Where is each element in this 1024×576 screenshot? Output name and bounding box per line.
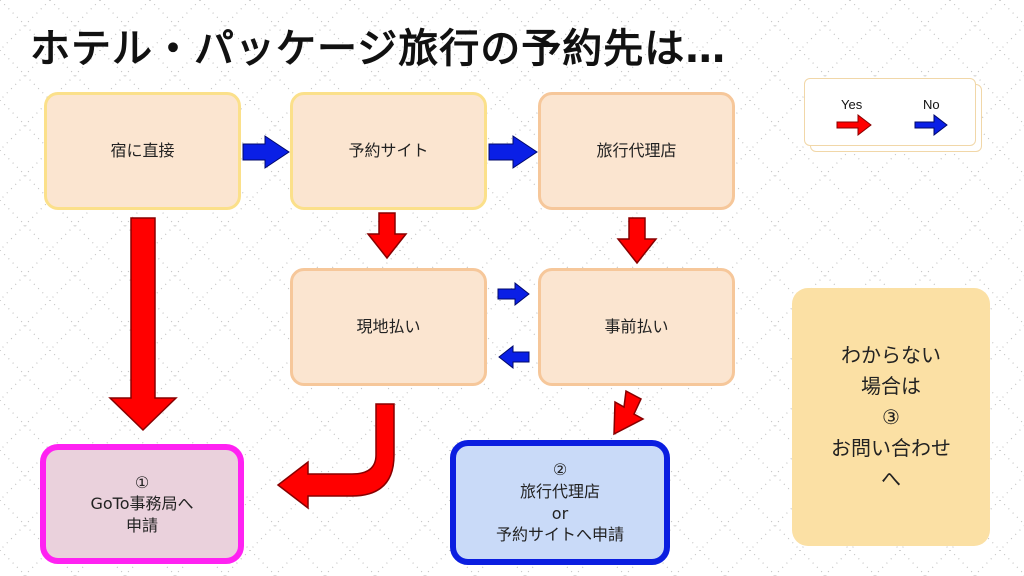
legend-yes-arrow xyxy=(836,113,872,137)
node-booking-site: 予約サイト xyxy=(290,92,487,210)
arrow-no-direct-to-site xyxy=(242,135,290,169)
node-prepay-label: 事前払い xyxy=(604,317,669,337)
node-direct: 宿に直接 xyxy=(44,92,241,210)
outcome-1-number: ① xyxy=(134,472,150,492)
node-booking-site-label: 予約サイト xyxy=(348,141,429,161)
legend: Yes No xyxy=(804,78,976,146)
node-travel-agency-label: 旅行代理店 xyxy=(596,141,677,161)
page-title: ホテル・パッケージ旅行の予約先は… xyxy=(30,26,727,72)
legend-arrows xyxy=(836,113,948,137)
unsure-line4: へ xyxy=(881,466,901,491)
arrow-yes-direct-to-outcome1 xyxy=(108,217,178,432)
node-prepay: 事前払い xyxy=(538,268,735,386)
arrow-no-prepay-to-onsite xyxy=(498,344,530,370)
outcome-2-line3: 予約サイトへ申請 xyxy=(495,525,624,545)
unsure-number: ③ xyxy=(882,404,900,429)
legend-no-arrow xyxy=(914,113,948,137)
node-direct-label: 宿に直接 xyxy=(110,141,175,161)
legend-no-label: No xyxy=(923,97,940,112)
arrow-yes-agency-to-prepay xyxy=(616,217,658,265)
outcome-2-line1: 旅行代理店 xyxy=(519,481,600,501)
outcome-2-number: ② xyxy=(552,460,568,480)
outcome-2-line2: or xyxy=(551,503,569,523)
node-pay-onsite: 現地払い xyxy=(290,268,487,386)
arrow-no-site-to-agency xyxy=(488,135,538,169)
arrow-yes-site-to-onsite xyxy=(366,212,408,260)
unsure-line2: 場合は xyxy=(861,373,921,398)
node-pay-onsite-label: 現地払い xyxy=(356,317,421,337)
outcome-2: ② 旅行代理店 or 予約サイトへ申請 xyxy=(450,440,670,565)
outcome-1: ① GoTo事務局へ 申請 xyxy=(40,444,244,564)
outcome-1-line2: 申請 xyxy=(125,515,158,535)
outcome-1-line1: GoTo事務局へ xyxy=(90,494,194,514)
unsure-line3: お問い合わせ xyxy=(831,435,951,460)
unsure-note: わからない 場合は ③ お問い合わせ へ xyxy=(792,288,990,546)
unsure-line1: わからない xyxy=(841,342,941,367)
arrow-yes-onsite-to-outcome1 xyxy=(276,403,395,510)
arrow-yes-prepay-to-outcome2 xyxy=(613,389,645,436)
node-travel-agency: 旅行代理店 xyxy=(538,92,735,210)
arrow-no-onsite-to-prepay xyxy=(497,281,530,307)
legend-yes-label: Yes xyxy=(841,97,863,112)
